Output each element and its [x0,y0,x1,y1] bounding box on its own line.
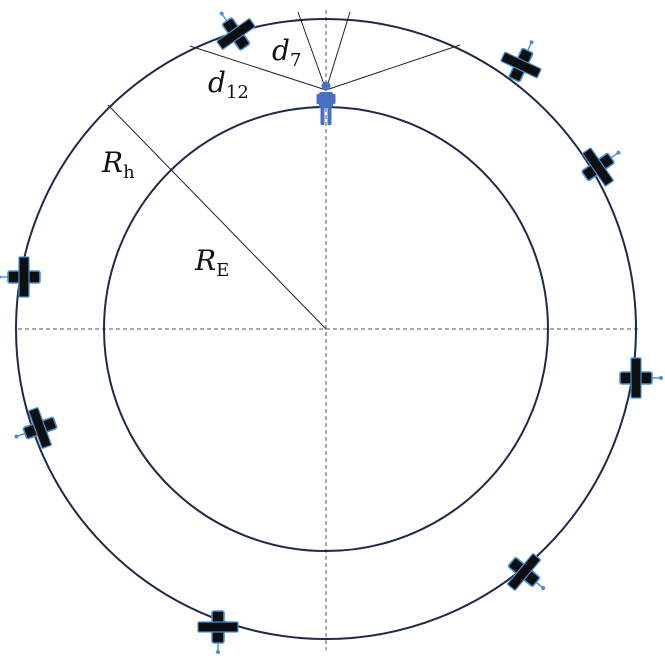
distance-line-right-1 [325,11,351,91]
satellite-icon [203,0,263,60]
satellite-icon [0,256,41,298]
label-d7: d7 [272,34,301,71]
satellite-icon [498,545,559,606]
satellite-icon [6,402,63,457]
distance-line-right-2 [325,44,461,91]
label-re: RE [194,244,229,281]
label-rh: Rh [101,146,135,183]
satellite-icon [619,357,664,399]
satellite-icon [197,610,239,655]
label-d12: d12 [208,66,249,103]
orbit-circle [15,18,637,640]
distance-line-d12 [189,45,327,91]
person-icon [316,81,336,125]
satellite-icon [495,31,552,89]
radius-line-rh [107,104,327,330]
satellite-icon [572,134,633,194]
distance-line-d7 [297,11,327,91]
